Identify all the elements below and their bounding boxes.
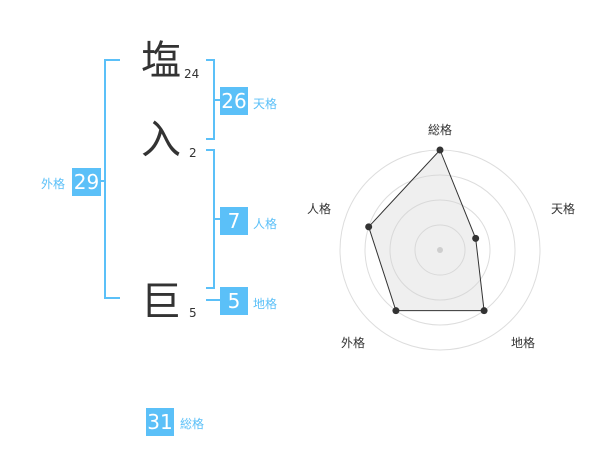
- radar-data-point-2: [472, 234, 480, 242]
- name-char-3: 巨: [141, 279, 181, 325]
- soukaku-label: 総格: [180, 417, 205, 431]
- jinkaku-badge: 7: [220, 207, 248, 235]
- stroke-count-1: 24: [184, 67, 200, 81]
- stroke-count-2: 2: [189, 146, 197, 160]
- radar-data-polygon: [368, 149, 485, 312]
- tenkaku-label: 天格: [253, 97, 278, 111]
- radar-axis-label-chikaku: 地格: [511, 336, 536, 350]
- gaikaku-label: 外格: [41, 177, 66, 191]
- soukaku-badge: 31: [146, 408, 174, 436]
- tenkaku-badge: 26: [220, 87, 248, 115]
- radar-data-point-3: [480, 307, 488, 315]
- name-char-2: 入: [141, 117, 181, 163]
- gaikaku-badge: 29: [72, 168, 101, 196]
- chikaku-label: 地格: [253, 297, 278, 311]
- radar-ring-1: [414, 224, 466, 276]
- radar-data-point-5: [365, 223, 373, 231]
- radar-axis-label-jinkaku: 人格: [307, 202, 332, 216]
- radar-data-point-1: [436, 146, 444, 154]
- radar-ring-3: [364, 174, 516, 326]
- radar-axis-label-soukaku: 総格: [428, 123, 453, 137]
- stroke-count-3: 5: [189, 306, 197, 320]
- radar-ring-2: [389, 199, 491, 301]
- name-char-1: 塩: [141, 38, 181, 84]
- radar-axis-label-gaikaku: 外格: [341, 336, 366, 350]
- radar-center-dot: [437, 247, 443, 253]
- radar-axis-label-tenkaku: 天格: [551, 202, 576, 216]
- gaikaku-bracket: [104, 59, 120, 299]
- radar-data-point-4: [392, 307, 400, 315]
- jinkaku-label: 人格: [253, 217, 278, 231]
- chikaku-badge: 5: [220, 287, 248, 315]
